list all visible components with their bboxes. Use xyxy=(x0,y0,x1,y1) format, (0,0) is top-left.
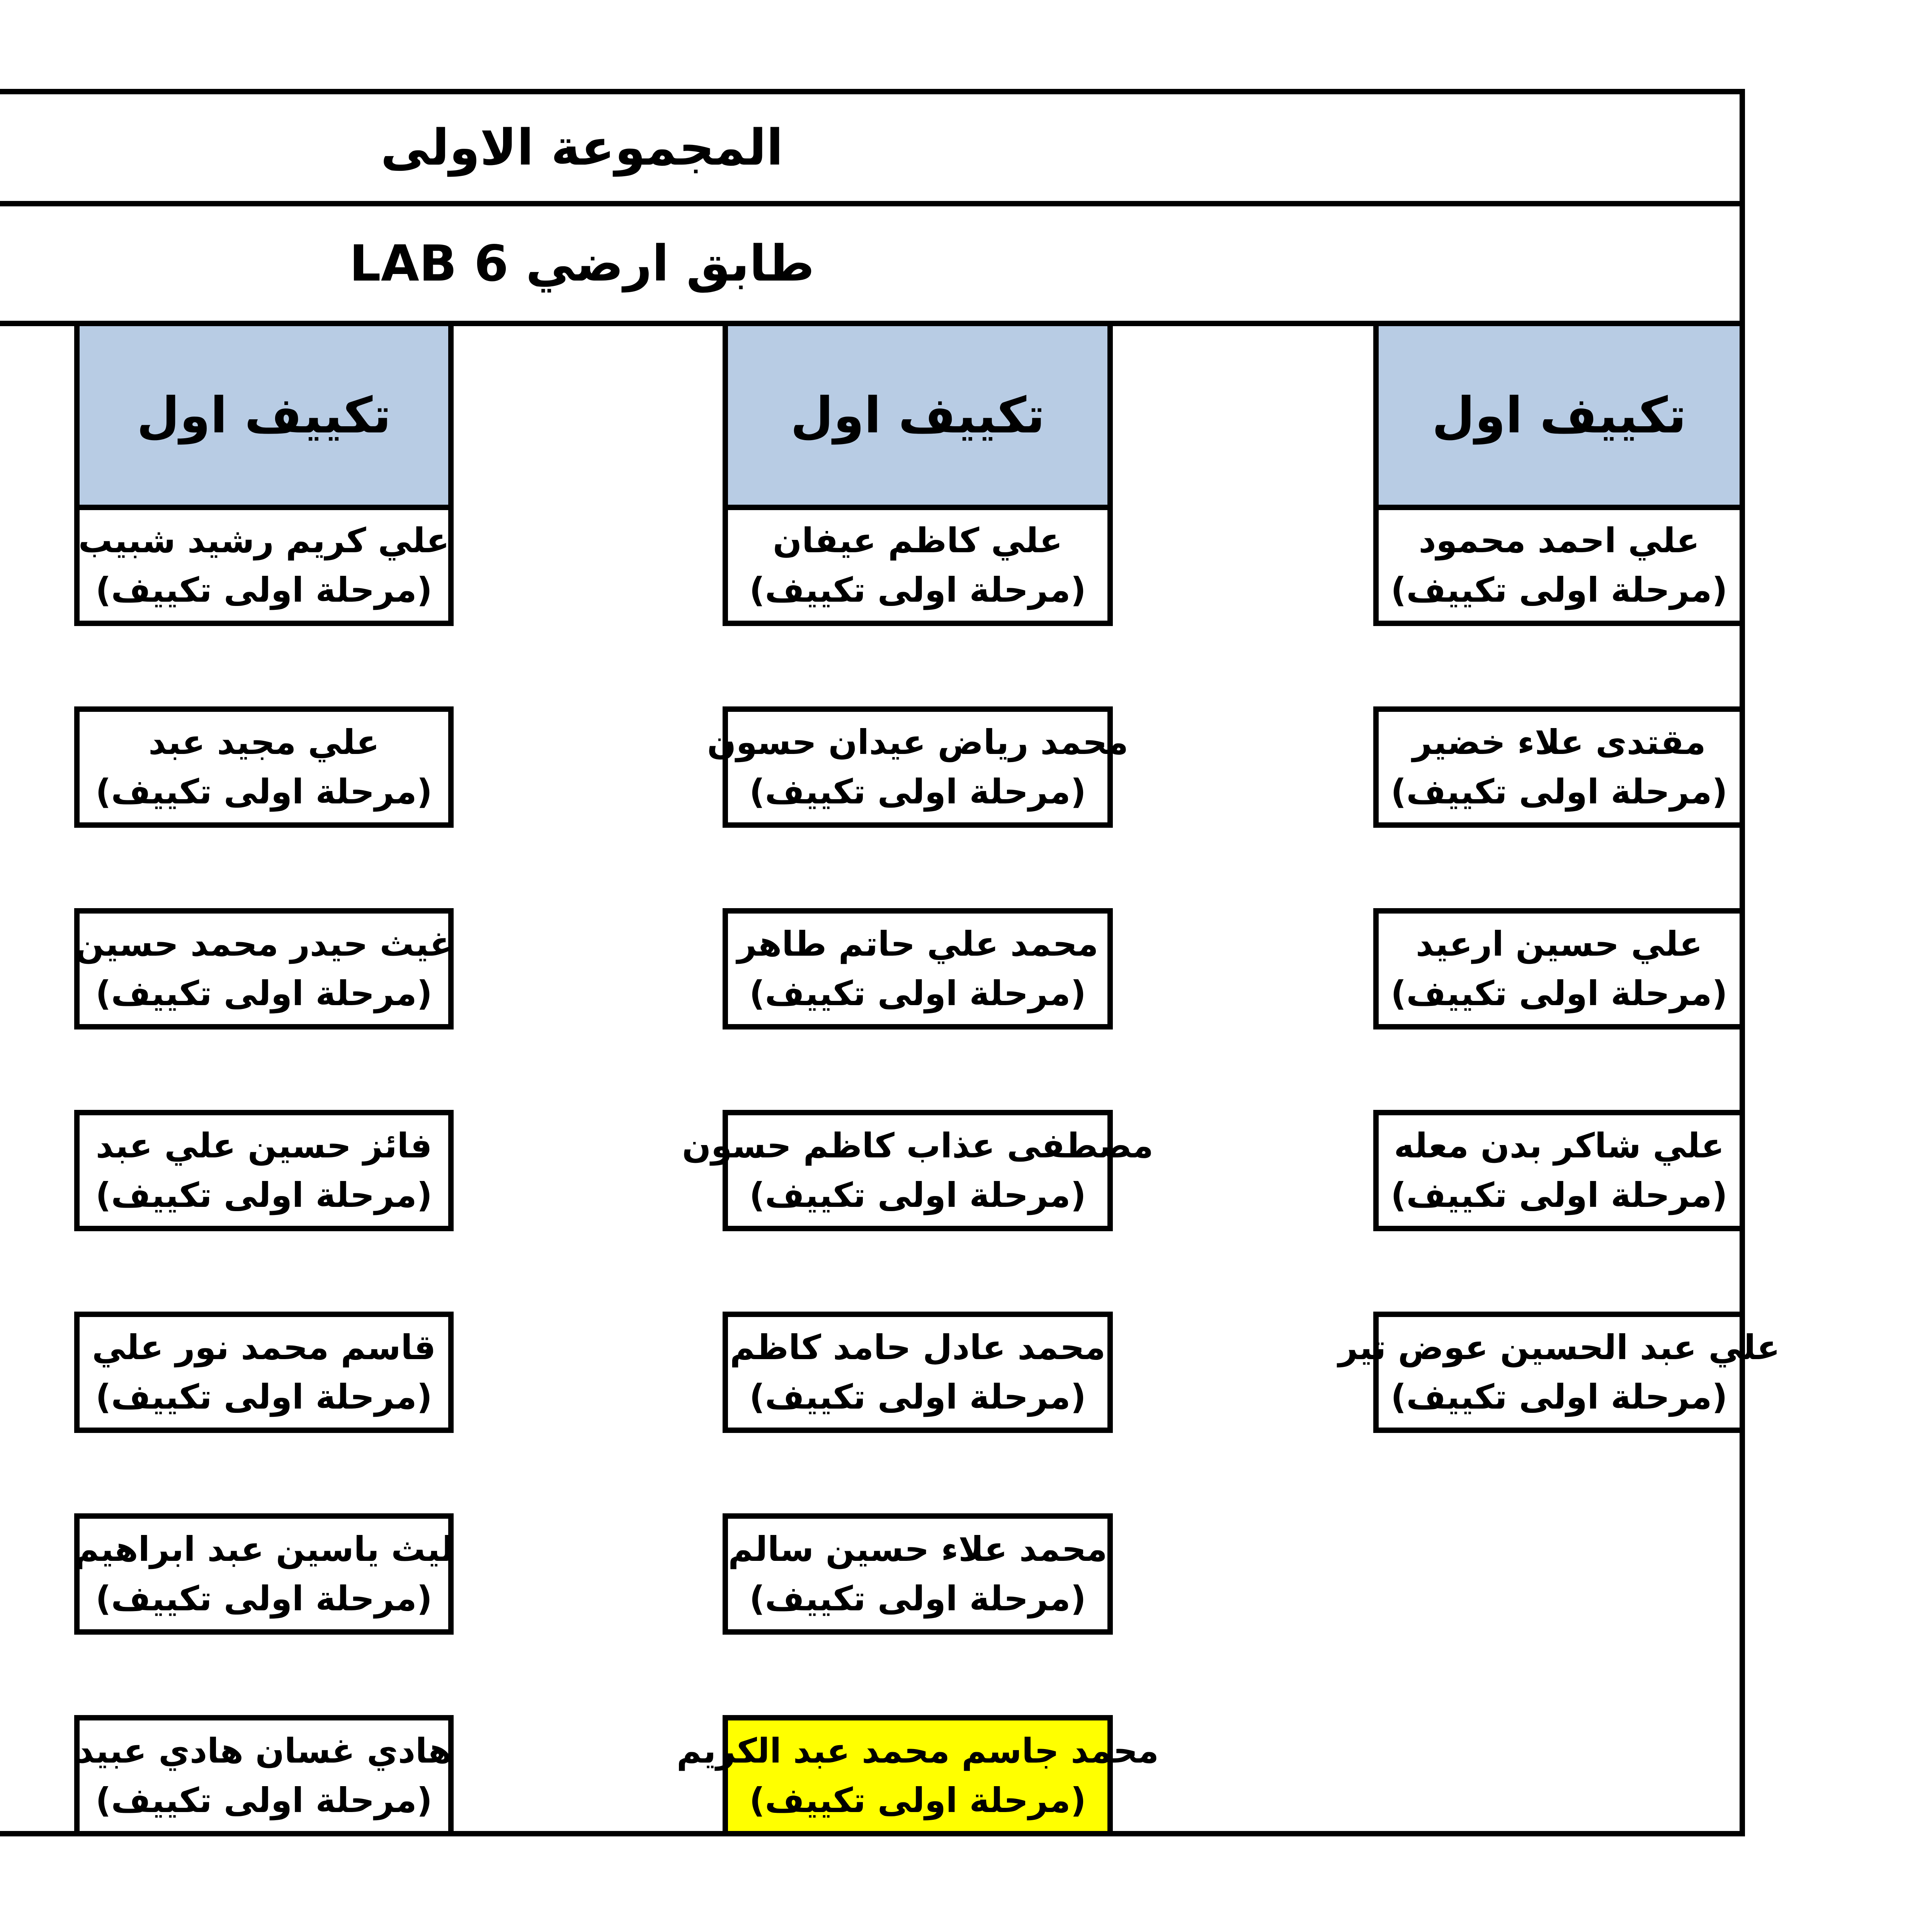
student-name: علي احمد محمود xyxy=(1418,521,1700,561)
student-box: علي كريم رشيد شبيب (مرحلة اولى تكييف) xyxy=(74,505,454,626)
student-box: علي مجيد عبد (مرحلة اولى تكييف) xyxy=(74,706,454,828)
student-stage: (مرحلة اولى تكييف) xyxy=(1391,1377,1728,1417)
column-first-ac-1: تكييف اول علي كريم رشيد شبيب (مرحلة اولى ت… xyxy=(74,321,454,1836)
student-box: ليث ياسين عبد ابراهيم (مرحلة اولى تكييف) xyxy=(74,1513,454,1635)
student-stage: (مرحلة اولى تكييف) xyxy=(95,973,432,1013)
student-name: علي كاظم عيفان xyxy=(773,521,1063,561)
student-stage: (مرحلة اولى تكييف) xyxy=(95,772,432,812)
student-name: قاسم محمد نور علي xyxy=(92,1327,436,1368)
group-title: المجموعة الاولى xyxy=(381,119,783,177)
title-divider xyxy=(0,201,1745,206)
student-stage: (مرحلة اولى تكييف) xyxy=(749,973,1086,1013)
floor-lab-title: طابق ارضي LAB 6 xyxy=(349,235,815,293)
student-stage: (مرحلة اولى تكييف) xyxy=(1391,1175,1728,1215)
student-box: محمد علي حاتم طاهر (مرحلة اولى تكييف) xyxy=(723,908,1113,1029)
student-name: هادي غسان هادي عبيد xyxy=(76,1731,452,1771)
student-name: محمد رياض عيدان حسون xyxy=(707,722,1129,762)
student-name: ليث ياسين عبد ابراهيم xyxy=(74,1529,454,1569)
student-box: علي عبد الحسين عوض تير (مرحلة اولى تكييف) xyxy=(1338,1312,1780,1433)
student-stage: (مرحلة اولى تكييف) xyxy=(1391,570,1728,610)
student-stage: (مرحلة اولى تكييف) xyxy=(95,1175,432,1215)
student-box: علي احمد محمود (مرحلة اولى تكييف) xyxy=(1373,505,1745,626)
student-box: محمد رياض عيدان حسون (مرحلة اولى تكييف) xyxy=(707,706,1128,828)
student-stage: (مرحلة اولى تكييف) xyxy=(749,1780,1086,1820)
student-box: علي كاظم عيفان (مرحلة اولى تكييف) xyxy=(723,505,1113,626)
student-box: مقتدى علاء خضير (مرحلة اولى تكييف) xyxy=(1373,706,1745,828)
student-box: علي حسين ارعيد (مرحلة اولى تكييف) xyxy=(1373,908,1745,1029)
column-first-ac-2: تكييف اول علي كاظم عيفان (مرحلة اولى تكييف… xyxy=(677,321,1159,1836)
student-stage: (مرحلة اولى تكييف) xyxy=(95,1780,432,1820)
student-box-highlighted: محمد جاسم محمد عبد الكريم (مرحلة اولى تكي… xyxy=(677,1715,1159,1836)
student-box: محمد علاء حسين سالم (مرحلة اولى تكييف) xyxy=(723,1513,1113,1635)
student-name: علي شاكر بدن معله xyxy=(1394,1126,1725,1166)
student-name: علي كريم رشيد شبيب xyxy=(78,521,450,561)
student-name: فائز حسين علي عبد xyxy=(95,1126,432,1166)
student-name: محمد عادل حامد كاظم xyxy=(730,1327,1106,1368)
student-name: غيث حيدر محمد حسين xyxy=(75,924,453,964)
student-name: علي عبد الحسين عوض تير xyxy=(1338,1327,1780,1368)
student-stage: (مرحلة اولى تكييف) xyxy=(749,1175,1086,1215)
student-stage: (مرحلة اولى تكييف) xyxy=(1391,772,1728,812)
student-box: قاسم محمد نور علي (مرحلة اولى تكييف) xyxy=(74,1312,454,1433)
student-box: علي شاكر بدن معله (مرحلة اولى تكييف) xyxy=(1373,1110,1745,1231)
student-box: فائز حسين علي عبد (مرحلة اولى تكييف) xyxy=(74,1110,454,1231)
student-stage: (مرحلة اولى تكييف) xyxy=(749,570,1086,610)
column-header: تكييف اول xyxy=(1373,321,1745,510)
student-name: علي حسين ارعيد xyxy=(1415,924,1703,964)
column-header: تكييف اول xyxy=(723,321,1113,510)
student-stage: (مرحلة اولى تكييف) xyxy=(95,570,432,610)
student-stage: (مرحلة اولى تكييف) xyxy=(95,1377,432,1417)
student-box: هادي غسان هادي عبيد (مرحلة اولى تكييف) xyxy=(74,1715,454,1836)
student-stage: (مرحلة اولى تكييف) xyxy=(749,1377,1086,1417)
student-box: محمد عادل حامد كاظم (مرحلة اولى تكييف) xyxy=(723,1312,1113,1433)
student-stage: (مرحلة اولى تكييف) xyxy=(95,1579,432,1618)
student-name: محمد علي حاتم طاهر xyxy=(737,924,1099,964)
student-stage: (مرحلة اولى تكييف) xyxy=(1391,973,1728,1013)
student-box: غيث حيدر محمد حسين (مرحلة اولى تكييف) xyxy=(74,908,454,1029)
student-box: مصطفى عذاب كاظم حسون (مرحلة اولى تكييف) xyxy=(682,1110,1153,1231)
column-header: تكييف اول xyxy=(74,321,454,510)
student-name: محمد جاسم محمد عبد الكريم xyxy=(676,1731,1159,1771)
column-first-ac-3: تكييف اول علي احمد محمود (مرحلة اولى تكييف… xyxy=(1338,321,1780,1836)
student-stage: (مرحلة اولى تكييف) xyxy=(749,772,1086,812)
student-name: مصطفى عذاب كاظم حسون xyxy=(682,1126,1154,1166)
student-name: علي مجيد عبد xyxy=(148,722,379,762)
student-stage: (مرحلة اولى تكييف) xyxy=(749,1579,1086,1618)
student-name: محمد علاء حسين سالم xyxy=(728,1529,1107,1569)
student-name: مقتدى علاء خضير xyxy=(1412,722,1706,762)
